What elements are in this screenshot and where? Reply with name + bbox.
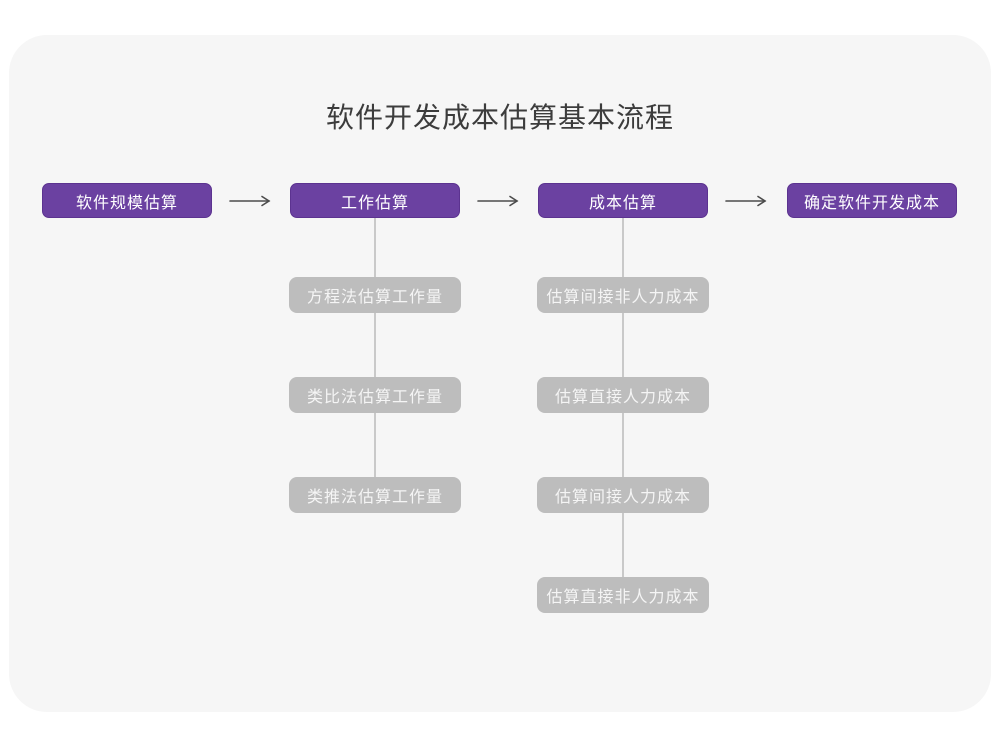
node-label: 成本估算 — [588, 194, 657, 212]
node-indirect-labor-cost: 估算间接人力成本 — [537, 477, 709, 513]
node-equation-method-effort: 方程法估算工作量 — [289, 277, 461, 313]
node-label: 估算间接人力成本 — [554, 489, 691, 506]
node-direct-labor-cost: 估算直接人力成本 — [537, 377, 709, 413]
arrow-right-icon — [725, 195, 767, 207]
node-label: 类推法估算工作量 — [306, 489, 443, 506]
node-cost-estimation: 成本估算 — [538, 183, 708, 218]
node-extrapolation-method-effort: 类推法估算工作量 — [289, 477, 461, 513]
diagram-canvas — [9, 35, 991, 712]
node-label: 估算直接非人力成本 — [546, 589, 700, 606]
node-label: 确定软件开发成本 — [803, 194, 940, 212]
connector-line-work-estimation — [374, 218, 376, 496]
node-label: 软件规模估算 — [75, 194, 178, 212]
node-analogy-method-effort: 类比法估算工作量 — [289, 377, 461, 413]
node-direct-non-labor-cost: 估算直接非人力成本 — [537, 577, 709, 613]
node-software-scale-estimation: 软件规模估算 — [42, 183, 212, 218]
node-indirect-non-labor-cost: 估算间接非人力成本 — [537, 277, 709, 313]
node-determine-software-dev-cost: 确定软件开发成本 — [787, 183, 957, 218]
node-label: 估算直接人力成本 — [554, 389, 691, 406]
node-label: 方程法估算工作量 — [306, 289, 443, 306]
diagram-title: 软件开发成本估算基本流程 — [325, 102, 674, 133]
node-work-estimation: 工作估算 — [290, 183, 460, 218]
node-label: 类比法估算工作量 — [306, 389, 443, 406]
arrow-right-icon — [477, 195, 519, 207]
node-label: 工作估算 — [340, 194, 409, 212]
arrow-right-icon — [229, 195, 271, 207]
node-label: 估算间接非人力成本 — [546, 289, 700, 306]
